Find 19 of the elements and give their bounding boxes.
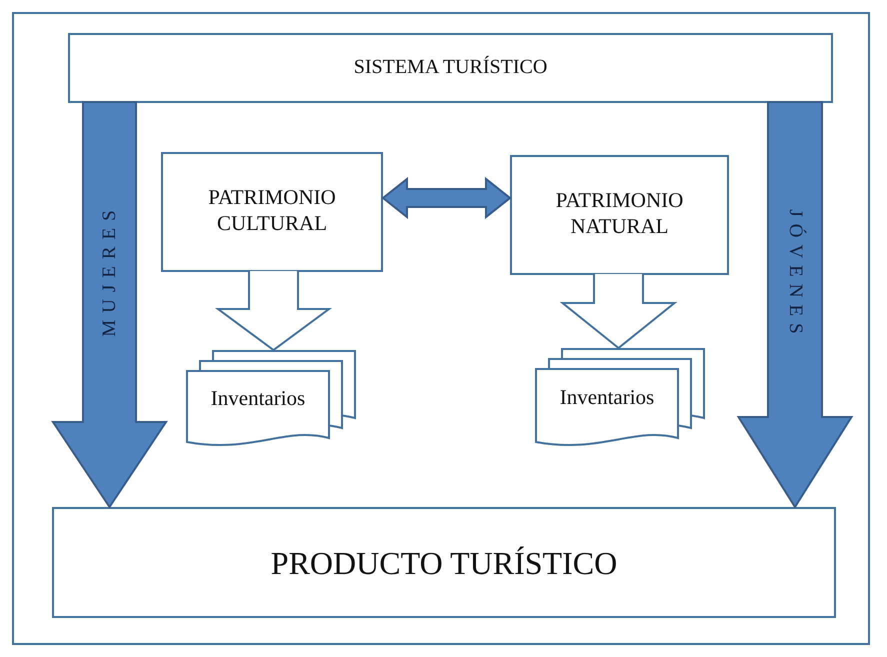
hollow-arrow bbox=[214, 270, 332, 352]
box-label: PATRIMONIO CULTURAL bbox=[207, 184, 337, 236]
box-label: PATRIMONIO NATURAL bbox=[554, 187, 684, 240]
block-arrow bbox=[736, 101, 854, 509]
callout-box bbox=[510, 155, 729, 275]
system-box bbox=[68, 33, 833, 103]
box-label: SISTEMA TURÍSTICO bbox=[352, 55, 548, 80]
document-label: Inventarios bbox=[558, 385, 656, 410]
double-arrow bbox=[381, 176, 512, 220]
multi-document-shape bbox=[535, 348, 707, 448]
document-label: Inventarios bbox=[210, 386, 306, 411]
callout-box bbox=[161, 152, 383, 272]
edge-label: MUJERES bbox=[98, 203, 120, 337]
product-box bbox=[52, 507, 836, 618]
block-arrow bbox=[51, 101, 168, 509]
edge-label: JÓVENES bbox=[784, 209, 806, 341]
multi-document-shape bbox=[186, 350, 358, 448]
hollow-arrow bbox=[560, 273, 678, 350]
box-label: PRODUCTO TURÍSTICO bbox=[270, 544, 618, 583]
